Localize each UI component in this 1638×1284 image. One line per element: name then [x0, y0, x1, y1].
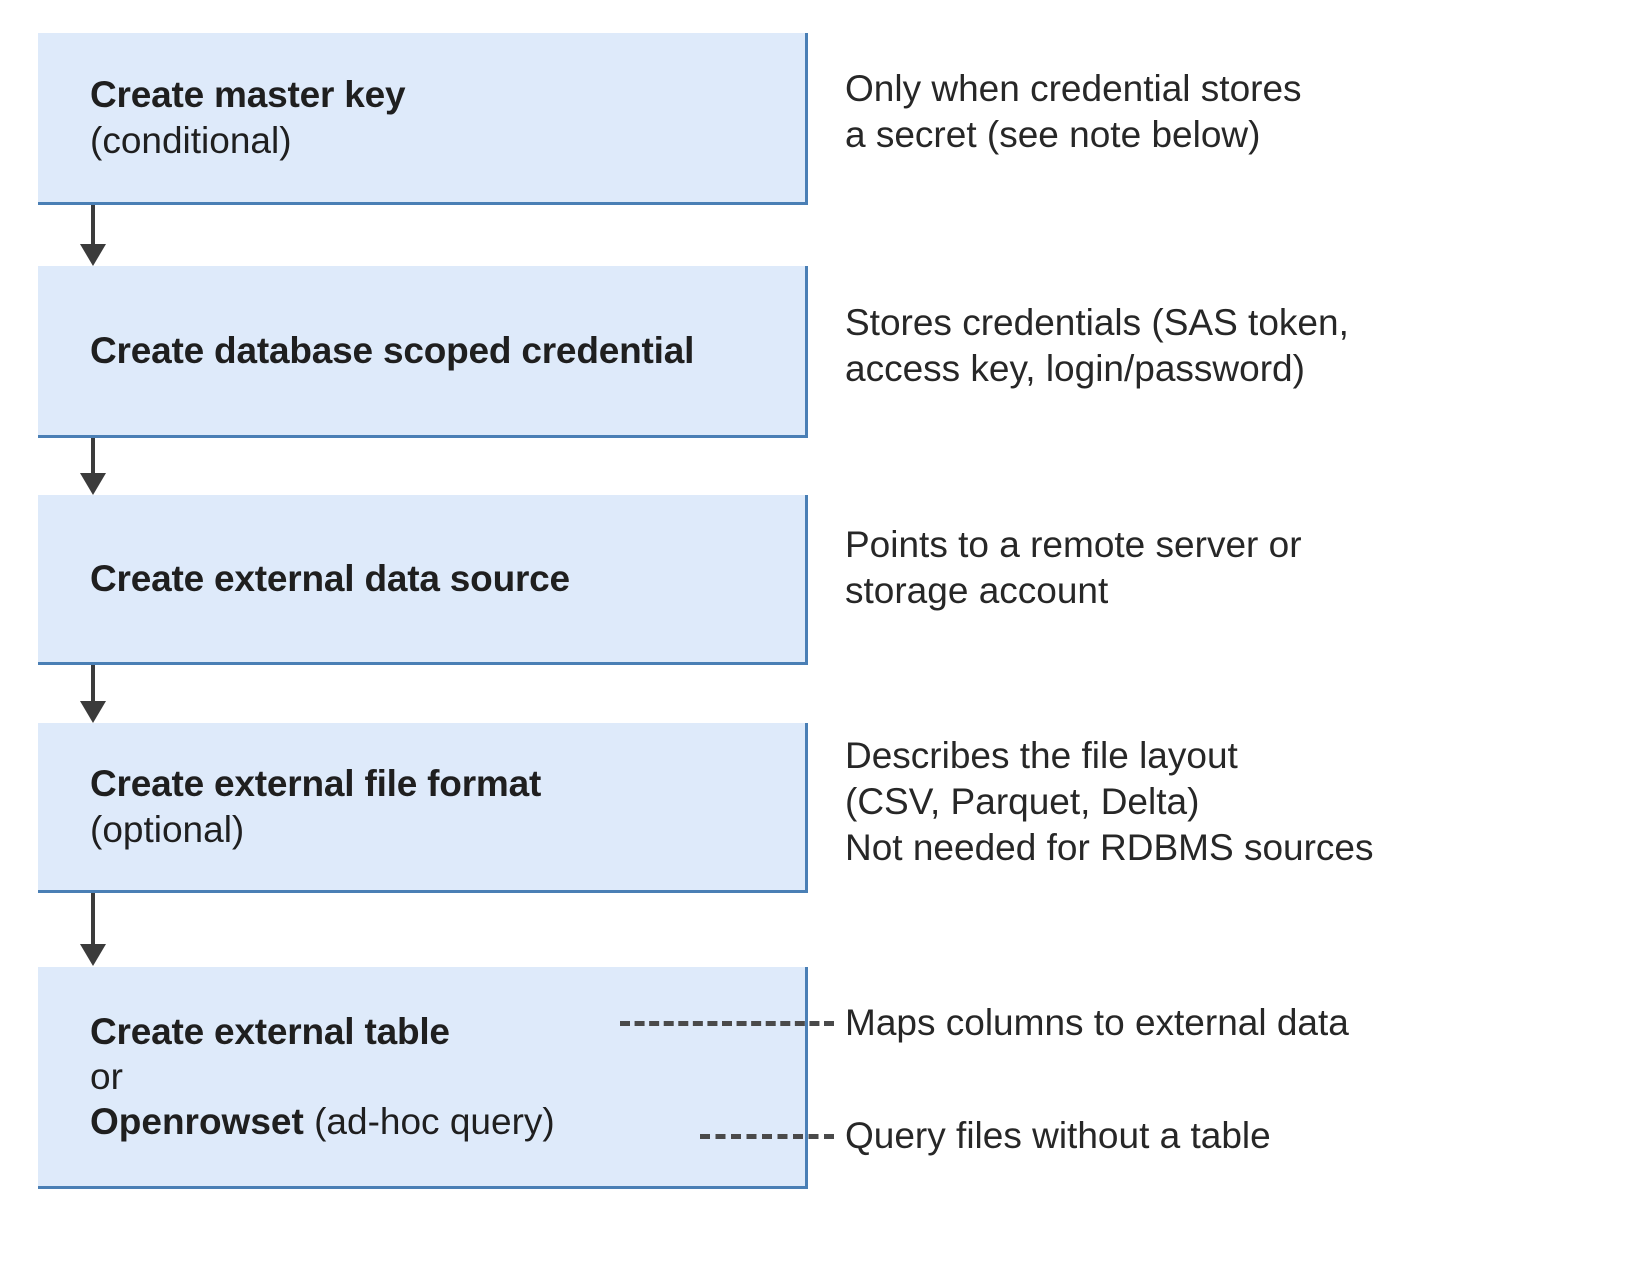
step-title: Create database scoped credential [90, 329, 695, 371]
step-title: Create external data source [90, 557, 570, 599]
arrow-head [80, 701, 106, 723]
flow-arrow-down-icon [80, 438, 106, 495]
note-openrowset: Query files without a table [845, 1115, 1271, 1156]
leader-line-external-table [620, 1021, 834, 1026]
step-title: Create external file format [90, 763, 542, 805]
note-create-external-file-format: Describes the file layout (CSV, Parquet,… [845, 735, 1374, 868]
note-create-database-scoped-credential: Stores credentials (SAS token, access ke… [845, 302, 1349, 389]
step-subtitle: (optional) [90, 808, 245, 850]
flow-arrow-down-icon [80, 205, 106, 266]
step-box-create-external-file-format: Create external file format (optional) [38, 723, 808, 893]
openrowset-keyword: Openrowset [90, 1101, 304, 1143]
step-box-content: Create external file format (optional) [38, 761, 805, 851]
step-box-content: Create master key (conditional) [38, 72, 805, 162]
step-option-create-external-table: Create external table [90, 1010, 450, 1052]
arrow-shaft [91, 893, 95, 945]
leader-line-openrowset [700, 1134, 834, 1139]
step-box-create-database-scoped-credential: Create database scoped credential [38, 266, 808, 438]
arrow-shaft [91, 665, 95, 702]
step-title: Create master key [90, 74, 406, 116]
step-box-content: Create external data source [38, 556, 805, 601]
step-box-create-master-key: Create master key (conditional) [38, 33, 808, 205]
note-create-external-table: Maps columns to external data [845, 1002, 1349, 1043]
step-box-create-external-data-source: Create external data source [38, 495, 808, 665]
step-box-content: Create external table or Openrowset (ad-… [38, 1009, 805, 1144]
note-create-master-key: Only when credential stores a secret (se… [845, 68, 1302, 155]
step-option-separator: or [90, 1055, 123, 1097]
step-option-openrowset: Openrowset (ad-hoc query) [90, 1099, 791, 1144]
flow-arrow-down-icon [80, 665, 106, 723]
arrow-head [80, 944, 106, 966]
openrowset-qualifier: (ad-hoc query) [303, 1101, 555, 1143]
step-box-create-external-table-or-openrowset: Create external table or Openrowset (ad-… [38, 967, 808, 1189]
arrow-head [80, 244, 106, 266]
arrow-head [80, 473, 106, 495]
arrow-shaft [91, 205, 95, 245]
note-create-external-data-source: Points to a remote server or storage acc… [845, 524, 1302, 611]
step-box-content: Create database scoped credential [38, 328, 805, 373]
step-subtitle: (conditional) [90, 119, 292, 161]
flow-arrow-down-icon [80, 893, 106, 967]
arrow-shaft [91, 438, 95, 474]
